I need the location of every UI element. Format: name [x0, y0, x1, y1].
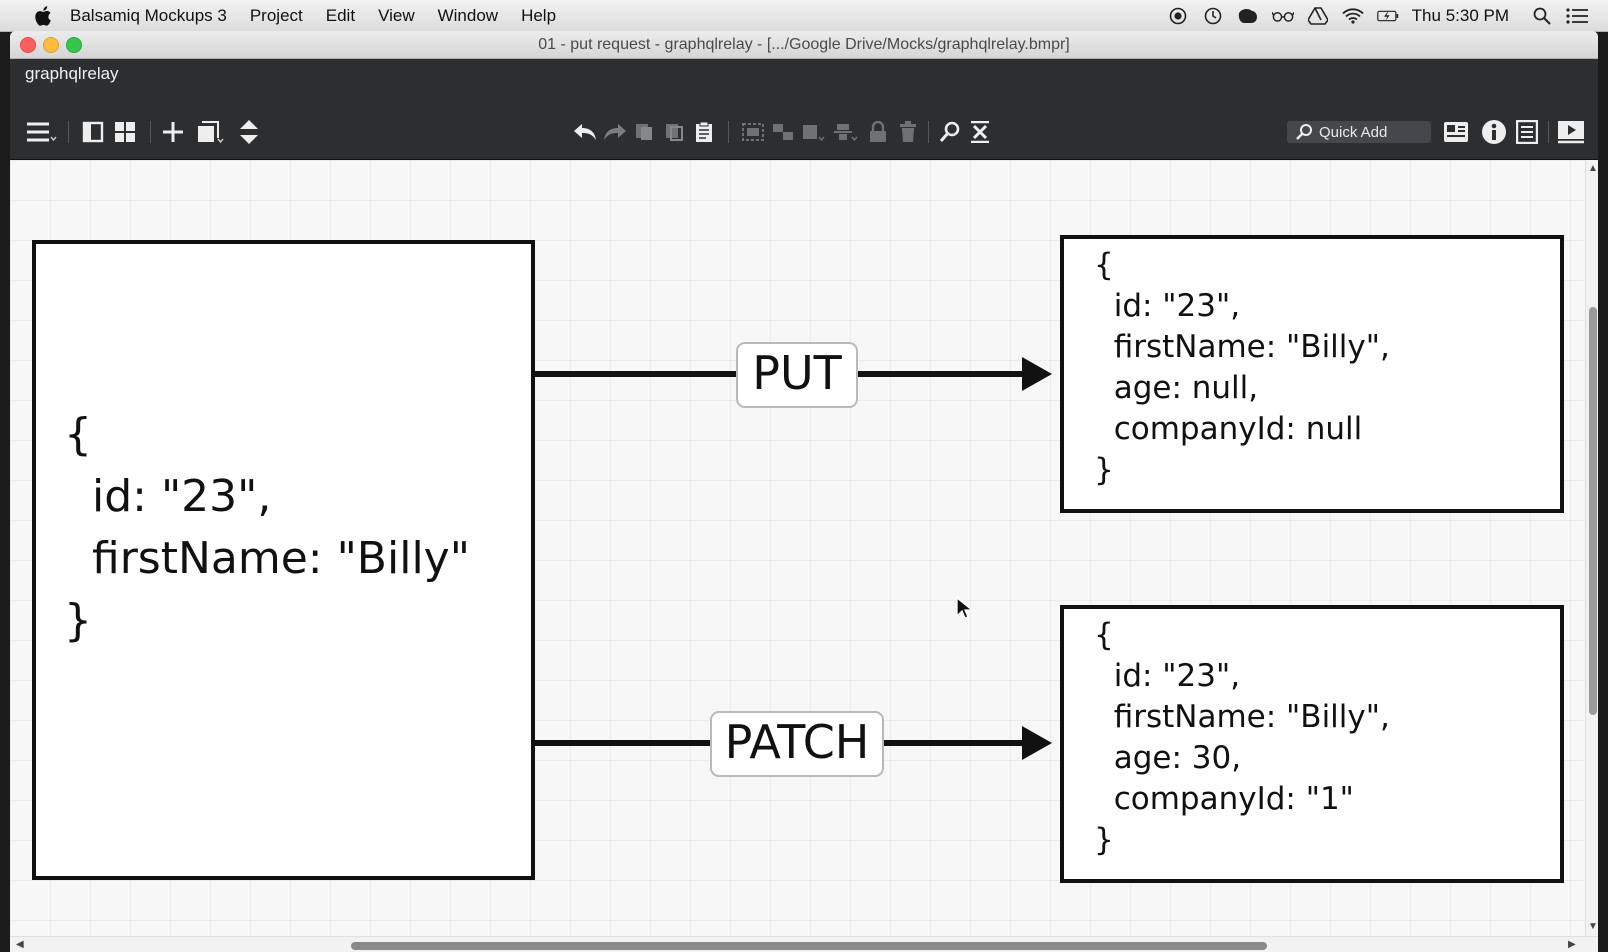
- close-button[interactable]: [20, 37, 36, 53]
- quick-add-input[interactable]: Quick Add: [1287, 121, 1431, 143]
- put-arrowhead: [1022, 357, 1052, 391]
- horizontal-scroll-thumb[interactable]: [351, 942, 1267, 950]
- status-area: Thu 5:30 PM: [1167, 0, 1608, 31]
- wifi-icon[interactable]: [1342, 6, 1364, 26]
- app-window: 01 - put request - graphqlrelay - [.../G…: [10, 31, 1598, 952]
- menu-window[interactable]: Window: [437, 5, 499, 25]
- info-icon[interactable]: [1480, 119, 1508, 145]
- title-bar: 01 - put request - graphqlrelay - [.../G…: [10, 31, 1598, 59]
- clear-icon[interactable]: [968, 119, 992, 145]
- spotlight-icon[interactable]: [1531, 6, 1553, 26]
- mockup-canvas[interactable]: { id: "23", firstName: "Billy" } PUT PAT…: [10, 160, 1585, 936]
- notes-icon[interactable]: [1514, 119, 1540, 145]
- vertical-scrollbar[interactable]: ▲ ▼: [1585, 160, 1598, 936]
- battery-icon[interactable]: [1376, 6, 1399, 26]
- window-title: 01 - put request - graphqlrelay - [.../G…: [538, 36, 1070, 53]
- duplicate-icon[interactable]: [194, 119, 228, 145]
- minimize-button[interactable]: [43, 37, 59, 53]
- search-icon: [1296, 124, 1312, 140]
- toolbar-separator: [1548, 121, 1549, 143]
- evernote-icon[interactable]: [1237, 6, 1259, 26]
- put-result-box[interactable]: { id: "23", firstName: "Billy", age: nul…: [1060, 235, 1564, 513]
- scroll-up-icon[interactable]: ▲: [1588, 163, 1598, 174]
- menu-help[interactable]: Help: [521, 5, 557, 25]
- menu-icon[interactable]: [24, 119, 58, 145]
- delete-icon[interactable]: [896, 119, 920, 145]
- toolbar: graphqlrelay: [10, 59, 1598, 160]
- add-icon[interactable]: [160, 119, 186, 145]
- quick-add-label: Quick Add: [1319, 123, 1388, 141]
- undo-icon[interactable]: [572, 119, 598, 145]
- scroll-left-icon[interactable]: ◀: [16, 939, 24, 950]
- toolbar-separator: [928, 121, 929, 143]
- toolbar-separator: [728, 121, 729, 143]
- patch-label[interactable]: PATCH: [710, 711, 884, 777]
- toolbar-separator: [68, 121, 69, 143]
- put-label[interactable]: PUT: [736, 342, 858, 408]
- menu-bar: Balsamiq Mockups 3 Project Edit View Win…: [0, 0, 1608, 32]
- menu-app-name[interactable]: Balsamiq Mockups 3: [70, 5, 227, 25]
- toolbar-separator: [150, 121, 151, 143]
- patch-result-text: { id: "23", firstName: "Billy", age: 30,…: [1094, 617, 1390, 858]
- time-machine-icon[interactable]: [1202, 6, 1224, 26]
- ungroup-icon[interactable]: [770, 119, 796, 145]
- cut-icon[interactable]: [662, 119, 686, 145]
- scroll-down-icon[interactable]: ▼: [1588, 921, 1598, 932]
- put-result-text: { id: "23", firstName: "Billy", age: nul…: [1094, 247, 1390, 488]
- maximize-button[interactable]: [66, 37, 82, 53]
- scroll-right-icon[interactable]: ▶: [1568, 939, 1576, 950]
- lock-icon[interactable]: [866, 119, 890, 145]
- source-object-text: { id: "23", firstName: "Billy" }: [64, 409, 470, 646]
- paste-icon[interactable]: [692, 119, 716, 145]
- grid-view-icon[interactable]: [112, 119, 138, 145]
- source-object-box[interactable]: { id: "23", firstName: "Billy" }: [32, 240, 535, 880]
- single-pane-icon[interactable]: [80, 119, 106, 145]
- group-icon[interactable]: [740, 119, 766, 145]
- menu-project[interactable]: Project: [249, 5, 303, 25]
- clock[interactable]: Thu 5:30 PM: [1411, 5, 1509, 25]
- notification-center-icon[interactable]: [1566, 6, 1588, 26]
- switch-view-icon[interactable]: [1442, 119, 1470, 145]
- vertical-scroll-thumb[interactable]: [1589, 307, 1597, 715]
- glasses-icon[interactable]: [1271, 6, 1294, 26]
- menu-view[interactable]: View: [378, 5, 415, 25]
- expand-icon[interactable]: [236, 119, 262, 145]
- redo-icon[interactable]: [602, 119, 628, 145]
- find-icon[interactable]: [938, 119, 962, 145]
- copy-icon[interactable]: [632, 119, 656, 145]
- apple-icon[interactable]: [34, 5, 56, 27]
- drive-icon[interactable]: [1307, 6, 1329, 26]
- patch-result-box[interactable]: { id: "23", firstName: "Billy", age: 30,…: [1060, 605, 1564, 883]
- project-name[interactable]: graphqlrelay: [25, 64, 119, 83]
- horizontal-scrollbar[interactable]: ◀ ▶: [10, 936, 1598, 952]
- patch-arrowhead: [1022, 726, 1052, 760]
- align-icon[interactable]: [832, 119, 860, 145]
- record-icon[interactable]: [1167, 6, 1189, 26]
- arrange-icon[interactable]: [800, 119, 828, 145]
- menu-edit[interactable]: Edit: [325, 5, 356, 25]
- mouse-cursor-icon: [956, 597, 972, 619]
- presentation-icon[interactable]: [1556, 119, 1586, 145]
